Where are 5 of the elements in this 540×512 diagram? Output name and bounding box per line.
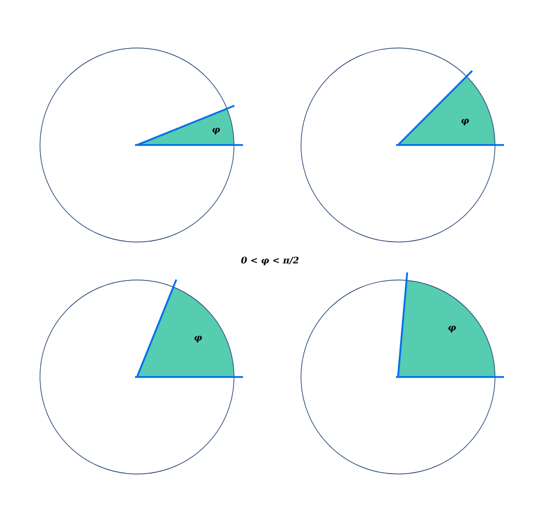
condition-label: 0 < φ < π/2 bbox=[241, 256, 299, 266]
angle-label: φ bbox=[194, 336, 202, 342]
angle-label: φ bbox=[461, 118, 469, 126]
angle-label: φ bbox=[448, 326, 456, 332]
angle-label: φ bbox=[212, 128, 220, 134]
